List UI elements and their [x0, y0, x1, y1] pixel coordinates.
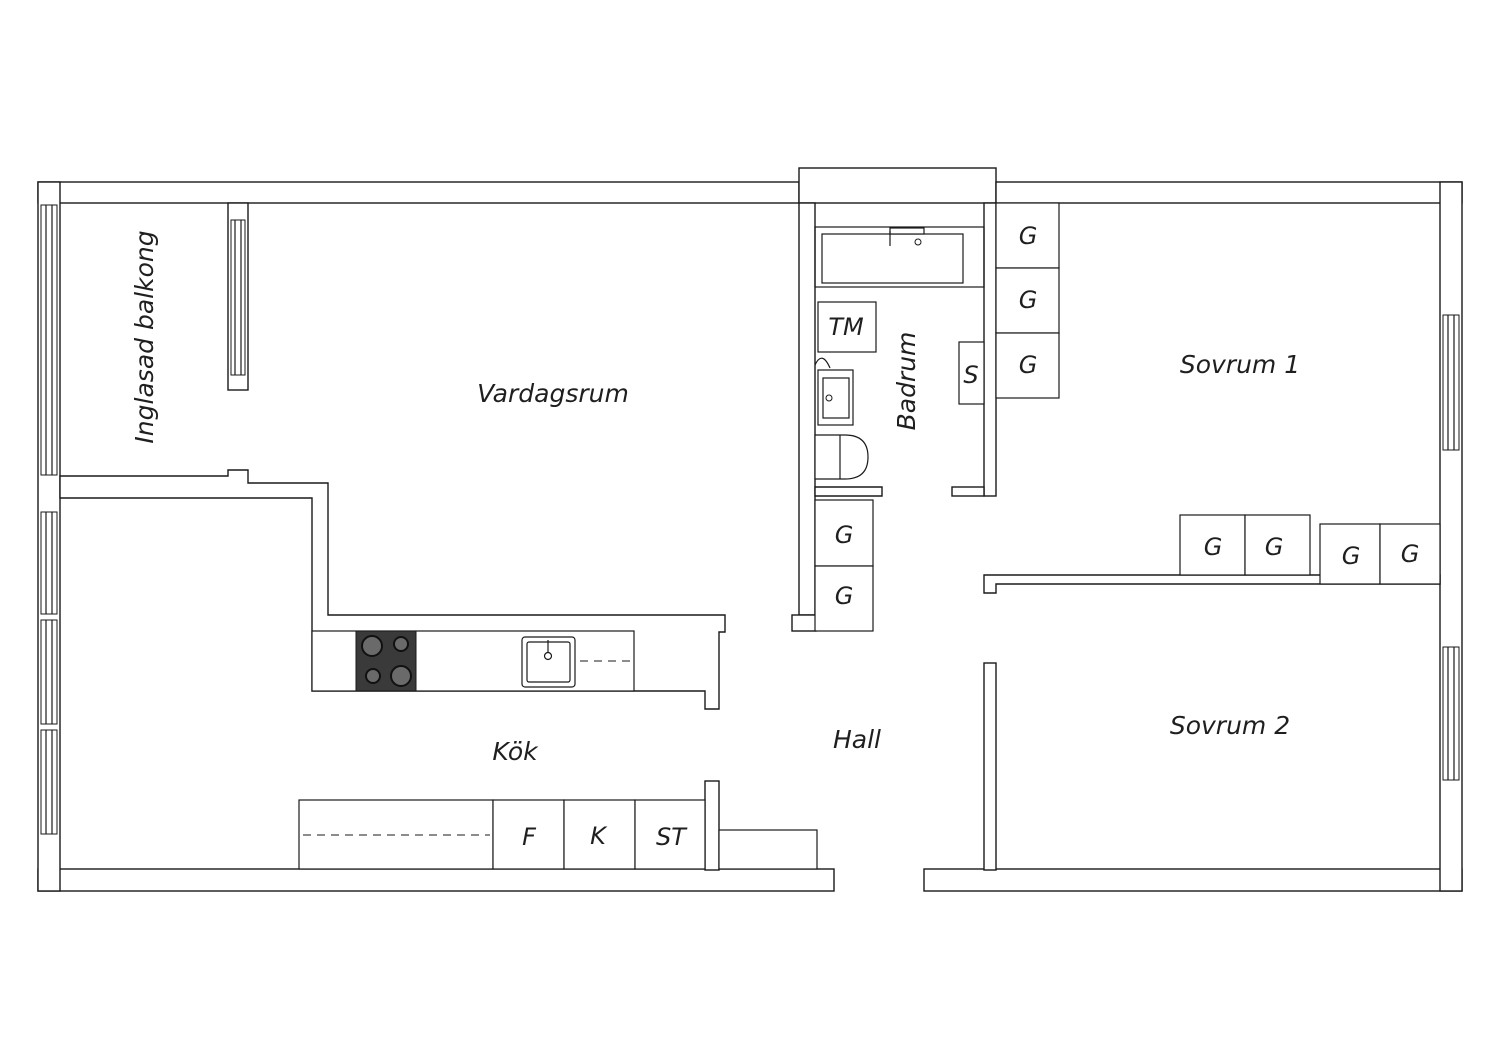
wardrobe-label: G — [1265, 533, 1284, 561]
room-label-living: Vardagsrum — [477, 379, 629, 408]
room-label-bedroom-1: Sovrum 1 — [1180, 350, 1300, 379]
bathroom-fixtures — [814, 226, 985, 632]
room-label-bedroom-2: Sovrum 2 — [1170, 711, 1290, 740]
wardrobe-box — [814, 565, 874, 632]
room-label-balcony: Inglasad balkong — [130, 230, 159, 443]
shelf-box — [958, 341, 985, 405]
wardrobe-label: G — [835, 582, 854, 610]
toilet — [814, 434, 869, 480]
wardrobe-label: G — [1019, 286, 1038, 314]
broom-closet-label: ST — [656, 823, 688, 851]
freezer-label: K — [590, 822, 608, 850]
wardrobe-box — [1319, 523, 1381, 585]
freezer-box — [563, 799, 636, 870]
wardrobe-label: G — [1204, 533, 1223, 561]
room-label-bathroom: Badrum — [892, 332, 921, 431]
fridge-box — [492, 799, 565, 870]
bedroom-wardrobes — [995, 202, 1441, 585]
room-label-kitchen: Kök — [492, 737, 539, 766]
wardrobe-box — [995, 267, 1060, 334]
washbasin — [817, 369, 854, 426]
washing-machine-box — [817, 301, 877, 353]
wardrobe-box — [995, 332, 1060, 399]
hall-bench — [718, 829, 818, 870]
kitchen-fixtures — [298, 630, 818, 870]
bathtub — [821, 233, 964, 284]
wardrobe-box — [1244, 514, 1311, 576]
washing-machine-label: TM — [828, 313, 864, 341]
wardrobe-box — [814, 499, 874, 567]
wardrobe-label: G — [1019, 222, 1038, 250]
broom-closet-box — [634, 799, 706, 870]
wardrobe-box — [1179, 514, 1246, 576]
shelf-label: S — [963, 361, 978, 389]
room-labels: Inglasad balkong Vardagsrum Kök Hall Bad… — [130, 230, 1300, 766]
fridge-label: F — [522, 823, 537, 851]
wardrobe-label: G — [1342, 542, 1361, 570]
wardrobe-label: G — [835, 521, 854, 549]
wardrobe-label: G — [1401, 540, 1420, 568]
room-label-hall: Hall — [833, 725, 881, 754]
wardrobe-box — [1379, 523, 1441, 585]
sink — [521, 636, 576, 688]
fixture-labels: G G G G G G G G G TM S F K ST — [522, 222, 1419, 851]
wardrobe-label: G — [1019, 351, 1038, 379]
